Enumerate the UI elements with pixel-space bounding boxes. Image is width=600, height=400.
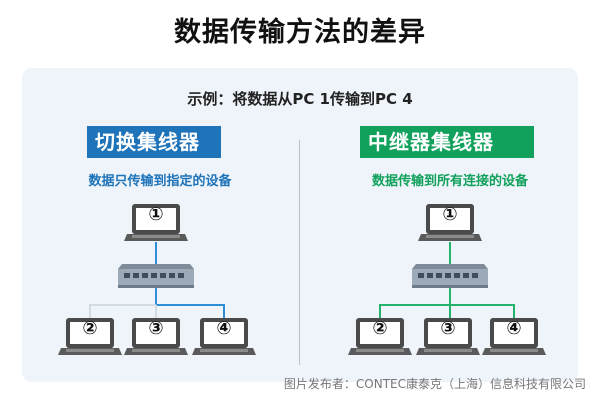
left-pc-label-3: ③: [148, 318, 163, 339]
switch-hub-description: 数据只传输到指定的设备: [88, 174, 232, 189]
right-pc-label-3: ③: [440, 318, 455, 339]
right-pc-label-1: ①: [442, 204, 457, 225]
page-title: 数据传输方法的差异: [174, 17, 426, 48]
repeater-hub-description: 数据传输到所有连接的设备: [371, 174, 528, 189]
center-divider: [299, 140, 300, 365]
left-pc-label-1: ①: [148, 204, 163, 225]
repeater-hub-badge: 中继器集线器: [360, 126, 534, 158]
repeater-hub-icon: [412, 264, 488, 288]
right-connection-lines: [379, 242, 515, 322]
switch-hub-badge: 切换集线器: [87, 126, 221, 158]
left-connection-lines: [89, 242, 225, 322]
image-credit: 图片发布者：CONTEC康泰克（上海）信息科技有限公司: [283, 377, 586, 391]
left-pc-label-2: ②: [82, 318, 97, 339]
right-pc-label-4: ④: [506, 318, 521, 339]
right-pc-label-2: ②: [372, 318, 387, 339]
left-pc-label-4: ④: [216, 318, 231, 339]
example-caption: 示例：将数据从PC 1传输到PC 4: [187, 90, 413, 108]
switch-hub-icon: [118, 264, 194, 288]
diagram-panel: [22, 68, 578, 382]
